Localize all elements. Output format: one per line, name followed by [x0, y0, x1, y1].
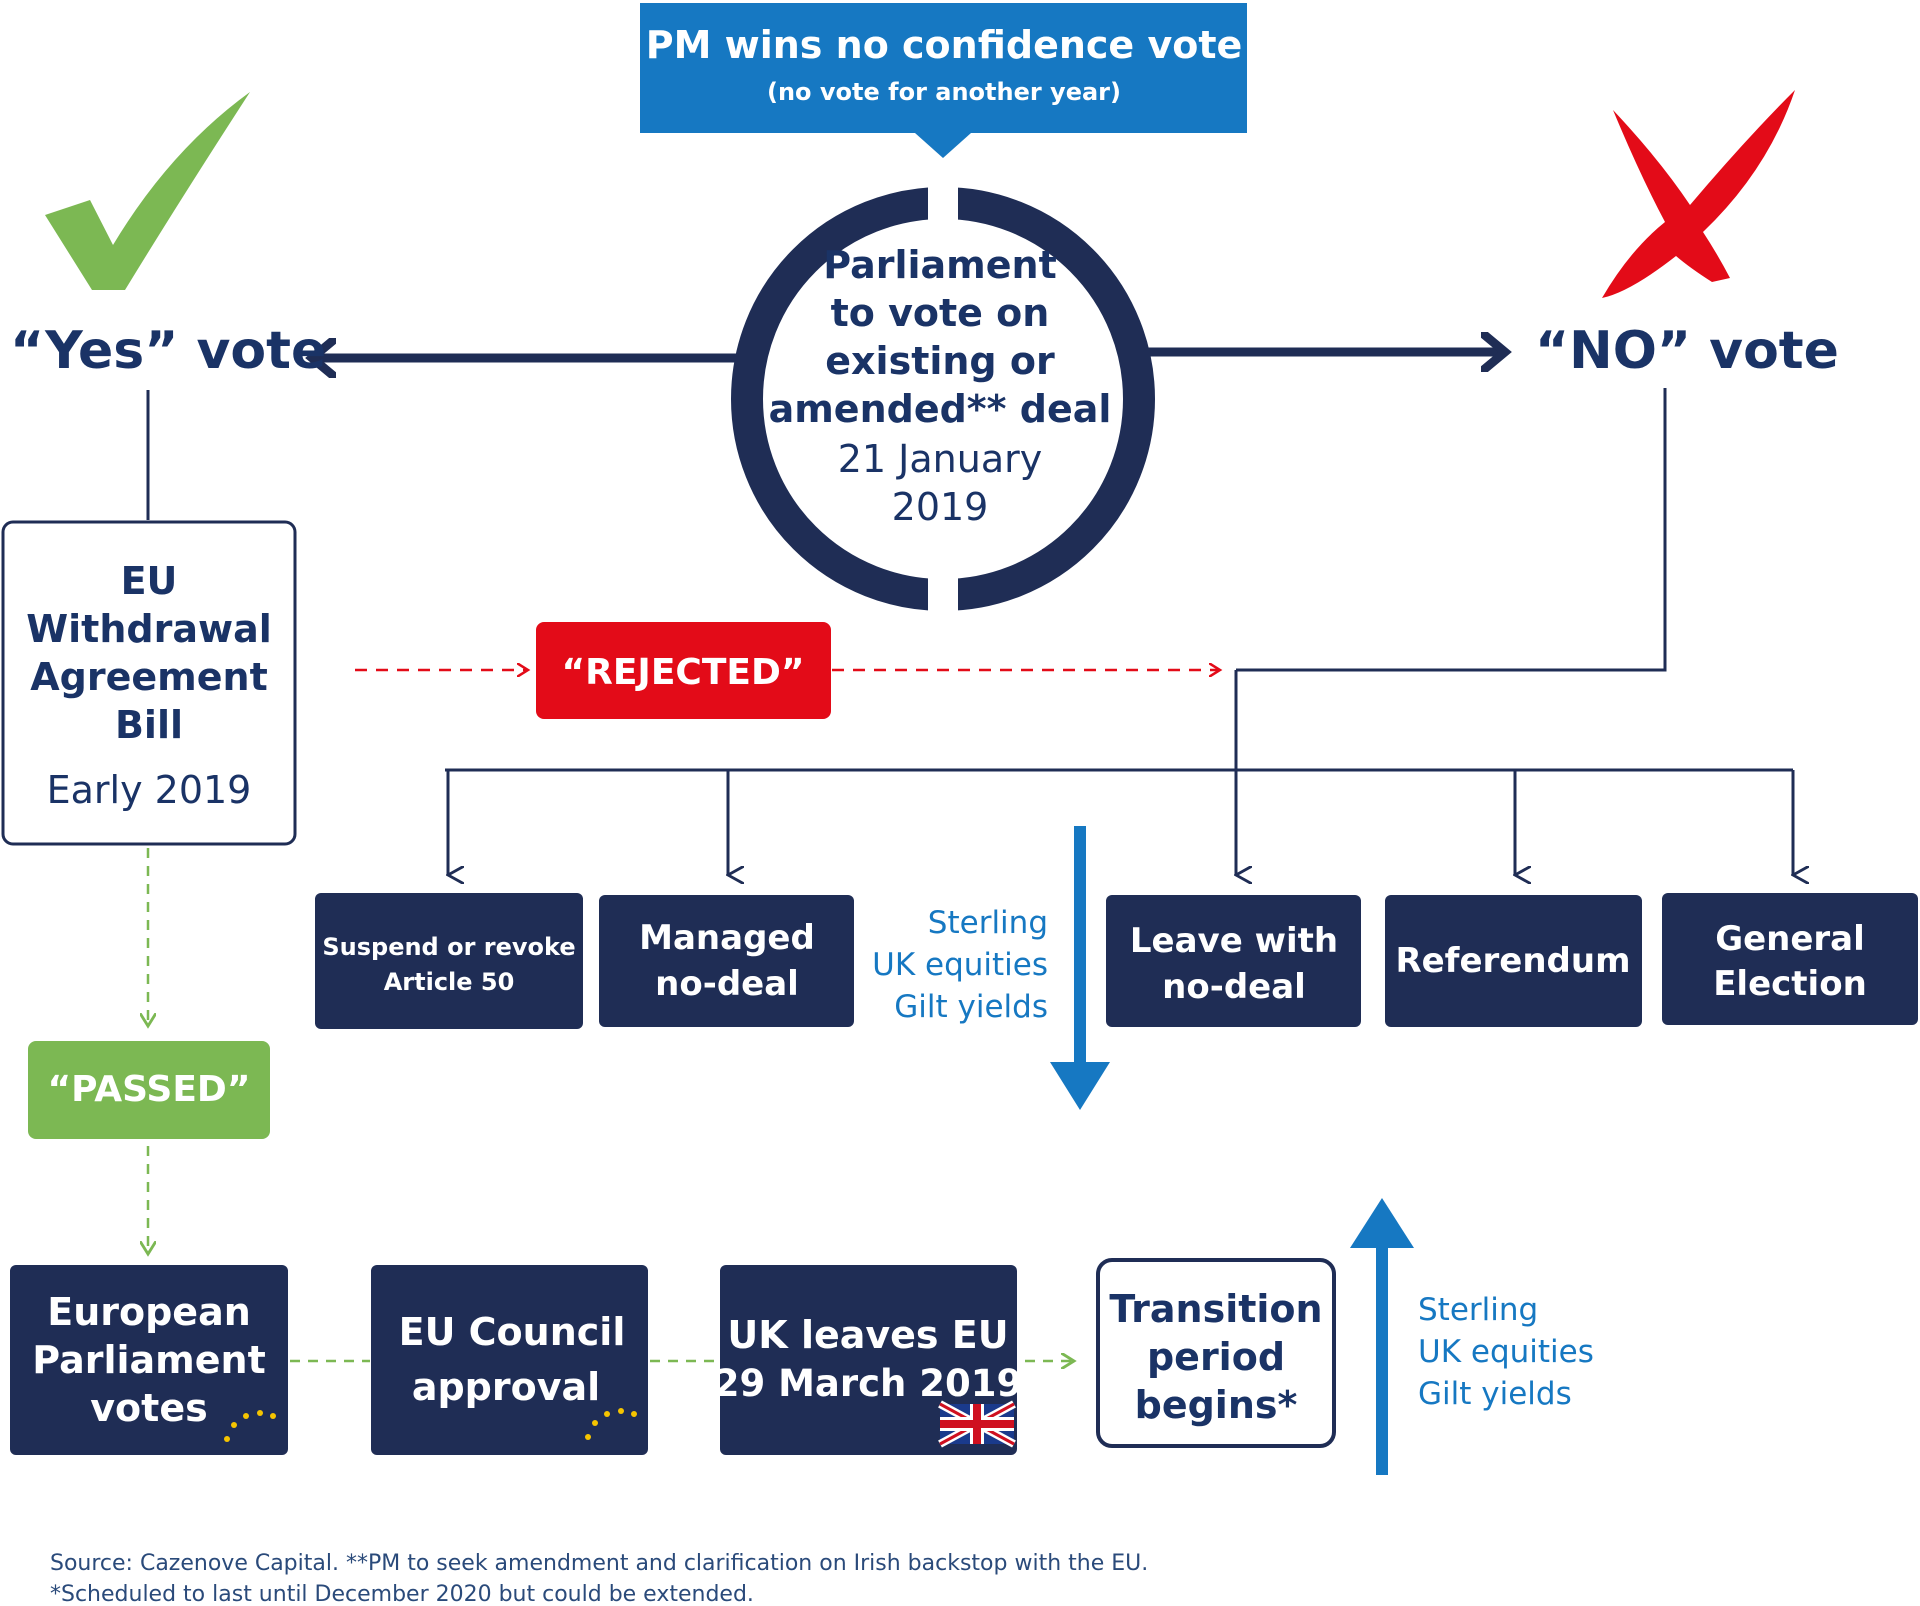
footnote-transition: *Scheduled to last until December 2020 b… — [50, 1582, 754, 1606]
option-3-line-2: no-deal — [1162, 967, 1306, 1007]
market-up-line-2: UK equities — [1418, 1334, 1594, 1370]
rejected-badge: “REJECTED” — [536, 622, 831, 719]
step-3-line-1: UK leaves EU — [727, 1313, 1008, 1357]
option-leave-no-deal: Leave with no-deal — [1106, 895, 1361, 1027]
option-2-line-2: no-deal — [655, 964, 799, 1004]
top-banner-subtitle: (no vote for another year) — [767, 78, 1121, 106]
withdrawal-bill-box: EU Withdrawal Agreement Bill Early 2019 — [1, 520, 297, 846]
ring-gap-bottom — [928, 560, 958, 620]
option-5-line-2: Election — [1713, 964, 1867, 1004]
step-1-line-2: Parliament — [32, 1338, 266, 1382]
yes-vote-label: “Yes” vote — [10, 321, 326, 381]
passed-badge-label: “PASSED” — [48, 1069, 251, 1110]
rejected-badge-label: “REJECTED” — [561, 652, 804, 693]
option-general-election: General Election — [1662, 893, 1918, 1025]
step-eu-council: EU Council approval — [371, 1265, 648, 1455]
option-2-line-1: Managed — [639, 918, 815, 958]
option-3-line-1: Leave with — [1130, 921, 1338, 961]
step-3-line-2: 29 March 2019 — [714, 1362, 1023, 1405]
step-2-line-2: approval — [412, 1365, 600, 1409]
passed-badge: “PASSED” — [28, 1041, 270, 1139]
option-box-1 — [315, 893, 583, 1029]
eu-stars-icon — [224, 1410, 276, 1442]
passed-badge-box — [28, 1041, 270, 1139]
center-vote-circle: Parliament to vote on existing or amende… — [731, 160, 1155, 620]
step-box-2 — [371, 1265, 648, 1455]
option-box-2 — [599, 895, 854, 1027]
withdrawal-bill-frame — [1, 520, 297, 846]
top-banner-pointer — [915, 133, 971, 158]
option-1-line-1: Suspend or revoke — [322, 933, 575, 961]
step-4-line-3: begins* — [1135, 1383, 1298, 1427]
market-down-line-1: Sterling — [928, 905, 1048, 941]
rejected-badge-box — [536, 622, 831, 719]
option-box-5 — [1662, 893, 1918, 1025]
step-box-4 — [1096, 1258, 1336, 1448]
eu-stars-icon — [585, 1408, 637, 1440]
option-1-line-2: Article 50 — [384, 968, 515, 996]
market-down-line-2: UK equities — [872, 947, 1048, 983]
circle-line-2: to vote on — [831, 291, 1050, 335]
no-connector — [1236, 388, 1667, 672]
step-european-parliament: European Parliament votes — [10, 1265, 288, 1455]
step-4-line-2: period — [1147, 1335, 1285, 1379]
up-arrow-head — [1350, 1198, 1414, 1248]
uk-flag-icon — [938, 1400, 1016, 1448]
down-arrow-shaft — [1074, 826, 1086, 1066]
footnote-source: Source: Cazenove Capital. **PM to seek a… — [50, 1551, 1148, 1576]
option-box-4 — [1385, 895, 1642, 1027]
step-4-line-1: Transition — [1109, 1287, 1322, 1331]
step-1-line-1: European — [47, 1290, 251, 1334]
check-icon — [45, 92, 250, 290]
market-down-line-3: Gilt yields — [894, 989, 1048, 1025]
option-box-3 — [1106, 895, 1361, 1027]
option-referendum: Referendum — [1385, 895, 1642, 1027]
withdrawal-date: Early 2019 — [47, 768, 252, 812]
step-1-line-3: votes — [90, 1386, 207, 1430]
withdrawal-line-3: Agreement — [30, 655, 267, 699]
top-banner-box — [640, 3, 1247, 133]
circle-line-4: amended** deal — [769, 387, 1112, 431]
circle-date-line-1: 21 January — [838, 437, 1043, 481]
top-banner-title: PM wins no confidence vote — [646, 23, 1243, 67]
step-box-1 — [10, 1265, 288, 1455]
market-up-line-1: Sterling — [1418, 1292, 1538, 1328]
top-banner: PM wins no confidence vote (no vote for … — [640, 3, 1247, 158]
step-transition: Transition period begins* — [1096, 1258, 1336, 1448]
circle-date-line-2: 2019 — [892, 485, 989, 529]
down-arrow-head — [1050, 1062, 1110, 1110]
up-arrow-shaft — [1376, 1238, 1388, 1475]
option-5-line-1: General — [1715, 919, 1865, 959]
no-vote-label: “NO” vote — [1535, 321, 1839, 381]
market-down-group: Sterling UK equities Gilt yields — [872, 826, 1110, 1110]
option-4-line-1: Referendum — [1395, 941, 1630, 981]
step-2-line-1: EU Council — [399, 1310, 626, 1354]
option-suspend-revoke: Suspend or revoke Article 50 — [315, 893, 583, 1029]
step-uk-leaves: UK leaves EU 29 March 2019 — [714, 1265, 1023, 1455]
circle-line-3: existing or — [825, 339, 1055, 383]
withdrawal-line-2: Withdrawal — [26, 607, 272, 651]
circle-line-1: Parliament — [823, 243, 1057, 287]
withdrawal-line-1: EU — [121, 559, 178, 603]
option-managed-no-deal: Managed no-deal — [599, 895, 854, 1027]
cross-icon — [1602, 90, 1795, 298]
ring-gap-top — [928, 160, 958, 220]
withdrawal-line-4: Bill — [115, 703, 183, 747]
market-up-group: Sterling UK equities Gilt yields — [1350, 1198, 1594, 1475]
market-up-line-3: Gilt yields — [1418, 1376, 1572, 1412]
